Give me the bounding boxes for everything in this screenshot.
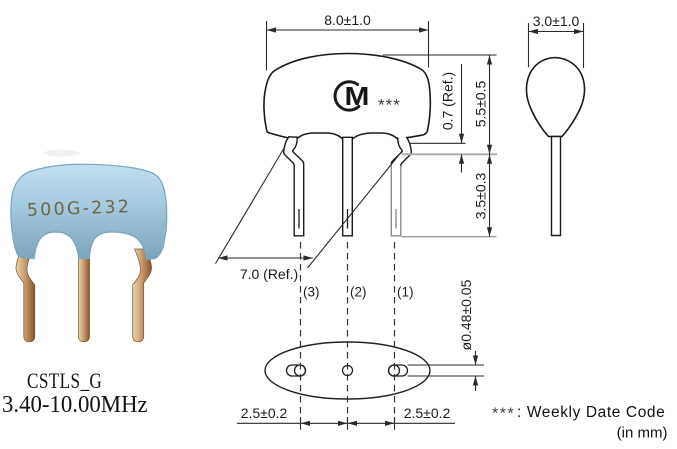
photo-body — [10, 163, 168, 261]
bottom-view: ø0.48±0.05 2.5±0.2 2.5±0.2 — [237, 279, 484, 430]
photo-lead-center — [78, 248, 90, 343]
photo-marking: 500G-232 — [27, 197, 132, 221]
date-code-asterisks: *** — [378, 96, 401, 115]
units-note: (in mm) — [617, 425, 668, 442]
caption-range: 3.40-10.00MHz — [2, 392, 148, 418]
front-lead-3 — [282, 136, 305, 237]
dim-body-width: 8.0±1.0 — [324, 12, 371, 28]
murata-logo-letter: M — [345, 82, 370, 111]
dim-body-thickness: 3.0±1.0 — [533, 13, 580, 29]
dim-pitch-right: 2.5±0.2 — [404, 405, 451, 421]
photo-lead-right — [132, 248, 152, 343]
dim-body-height: 5.5±0.5 — [473, 80, 489, 127]
component-photo: 500G-232 — [10, 149, 168, 343]
pin-label-1: (1) — [397, 285, 414, 300]
dim-lead-span: 7.0 (Ref.) — [240, 266, 298, 282]
centerlines — [299, 242, 396, 428]
front-view: M *** — [263, 52, 432, 237]
pin-label-2: (2) — [350, 285, 367, 300]
dim-lead-diameter: ø0.48±0.05 — [458, 279, 474, 350]
pin-label-3: (3) — [303, 285, 320, 300]
front-body-outline — [263, 52, 432, 140]
photo-lead-left — [15, 248, 36, 343]
side-body-outline — [525, 56, 586, 138]
dim-lead-length: 3.5±0.3 — [473, 172, 489, 219]
note-label: : Weekly Date Code — [517, 404, 665, 421]
dim-pitch-left: 2.5±0.2 — [241, 405, 288, 421]
front-lead-1-straight-outline — [390, 164, 402, 237]
front-lead-2 — [342, 136, 353, 237]
front-dimensions: 8.0±1.0 0.7 (Ref.) 5.5±0.5 3.5±0.3 7.0 (… — [215, 12, 497, 300]
murata-logo-arc — [333, 80, 361, 112]
note-asterisks: *** — [492, 406, 515, 423]
photo-background-shadow — [44, 149, 80, 157]
side-view: 3.0±1.0 — [525, 13, 586, 237]
caption-model: CSTLS_G — [27, 368, 103, 393]
notes: *** : Weekly Date Code (in mm) — [492, 404, 668, 442]
murata-logo: M — [333, 80, 370, 112]
side-lead — [550, 135, 562, 237]
dim-standoff: 0.7 (Ref.) — [440, 72, 456, 130]
